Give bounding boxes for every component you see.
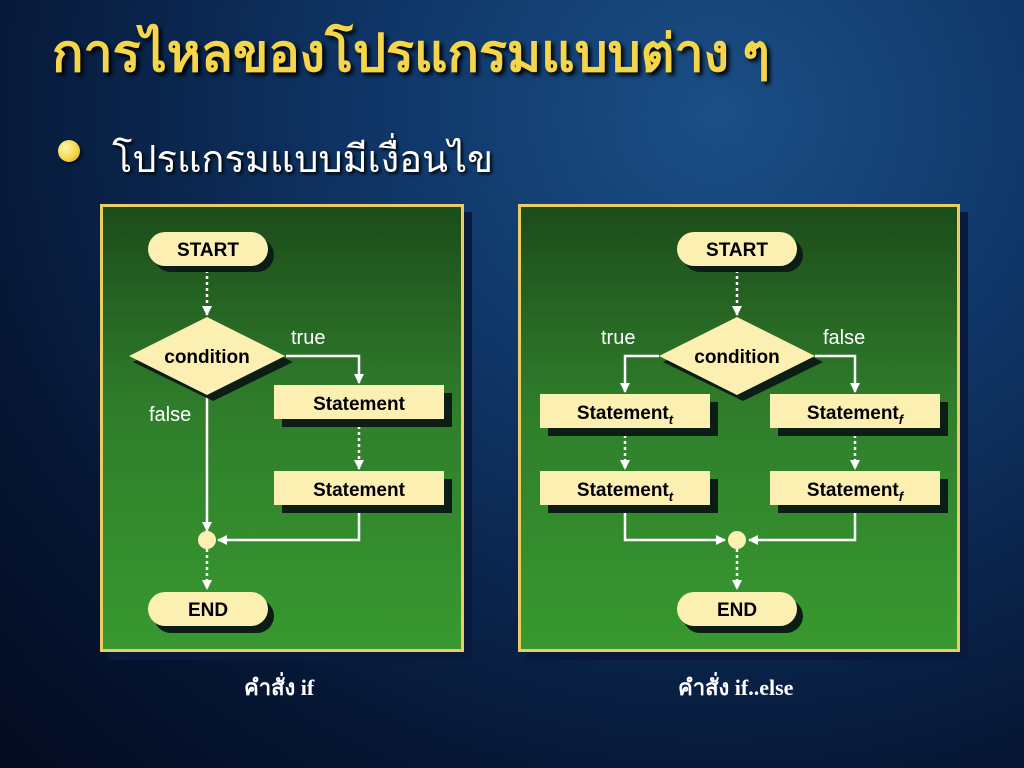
svg-text:Statementt: Statementt xyxy=(577,403,674,427)
if-caption-thai: คำสั่ง xyxy=(244,675,296,700)
ifelse-caption-keyword: if..else xyxy=(734,675,794,700)
ifelse-start-node: START xyxy=(677,232,803,272)
bullet-text: โปรแกรมแบบมีเงื่อนไข xyxy=(112,139,494,181)
ifelse-connector-true-merge xyxy=(623,506,726,545)
ifelse-statement-false-2-subscript: f xyxy=(899,489,905,504)
slide-title: การไหลของโปรแกรมแบบต่าง ๆ xyxy=(52,26,770,83)
if-connector-true xyxy=(286,354,364,384)
ifelse-merge-point xyxy=(728,531,746,549)
ifelse-true-label: true xyxy=(601,327,635,349)
ifelse-flowchart-panel: START condition true false Statementt St… xyxy=(518,204,960,652)
ifelse-condition-node: condition xyxy=(659,317,823,401)
svg-text:Statementt: Statementt xyxy=(577,480,674,504)
ifelse-false-label: false xyxy=(823,327,865,349)
ifelse-start-label: START xyxy=(706,240,768,261)
if-flowchart-panel: START condition true false Statement Sta… xyxy=(100,204,464,652)
svg-text:Statementf: Statementf xyxy=(807,480,905,504)
if-merge-point xyxy=(198,531,216,549)
if-statement-2: Statement xyxy=(274,471,452,513)
ifelse-condition-label: condition xyxy=(694,347,779,368)
if-statement-1: Statement xyxy=(274,385,452,427)
bullet-icon xyxy=(58,140,80,162)
if-flowchart: START condition true false Statement Sta… xyxy=(129,232,452,633)
ifelse-connector-false xyxy=(815,354,860,393)
if-false-label: false xyxy=(149,404,191,426)
ifelse-connector-false-merge xyxy=(748,506,857,545)
ifelse-statement-true-1-label: Statement xyxy=(577,403,670,424)
if-condition-label: condition xyxy=(164,347,249,368)
ifelse-caption: คำสั่ง if..else xyxy=(678,670,793,705)
ifelse-caption-thai: คำสั่ง xyxy=(678,675,730,700)
ifelse-statement-true-2: Statementt xyxy=(540,471,718,513)
ifelse-flowchart: START condition true false Statementt St… xyxy=(540,232,948,633)
if-end-node: END xyxy=(148,592,274,633)
if-caption-keyword: if xyxy=(300,675,315,700)
if-statement-2-label: Statement xyxy=(313,480,406,501)
ifelse-statement-false-2: Statementf xyxy=(770,471,948,513)
ifelse-statement-false-1: Statementf xyxy=(770,394,948,436)
svg-text:Statementf: Statementf xyxy=(807,403,905,427)
if-condition-node: condition xyxy=(129,317,293,401)
ifelse-statement-false-1-subscript: f xyxy=(899,412,905,427)
if-caption: คำสั่ง if xyxy=(244,670,314,705)
if-end-label: END xyxy=(188,600,228,621)
ifelse-statement-true-1: Statementt xyxy=(540,394,718,436)
ifelse-statement-true-2-label: Statement xyxy=(577,480,670,501)
ifelse-statement-false-1-label: Statement xyxy=(807,403,900,424)
ifelse-connector-true xyxy=(620,354,659,393)
if-start-label: START xyxy=(177,240,239,261)
if-true-label: true xyxy=(291,327,325,349)
ifelse-end-node: END xyxy=(677,592,803,633)
if-connector-merge xyxy=(217,506,361,545)
if-start-node: START xyxy=(148,232,274,272)
ifelse-statement-false-2-label: Statement xyxy=(807,480,900,501)
ifelse-statement-true-2-subscript: t xyxy=(669,489,674,504)
ifelse-statement-true-1-subscript: t xyxy=(669,412,674,427)
if-statement-1-label: Statement xyxy=(313,394,406,415)
ifelse-end-label: END xyxy=(717,600,757,621)
